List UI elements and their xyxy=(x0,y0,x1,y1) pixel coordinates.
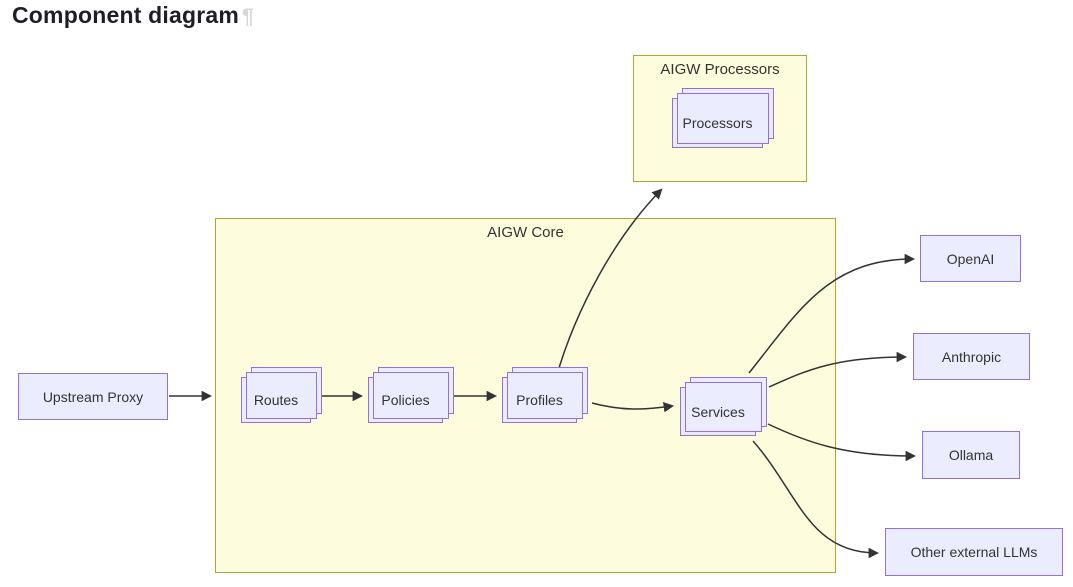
node-policies-label: Policies xyxy=(381,392,430,408)
node-upstream-proxy-label: Upstream Proxy xyxy=(42,388,144,405)
node-profiles: Profiles xyxy=(502,377,577,423)
node-ollama-label: Ollama xyxy=(948,447,994,463)
node-openai: OpenAI xyxy=(920,235,1021,282)
edge-services-to-other-external-llms xyxy=(752,440,880,559)
node-services: Services xyxy=(680,387,756,436)
node-ollama: Ollama xyxy=(922,431,1020,479)
node-processors: Processors xyxy=(672,98,763,148)
node-routes: Routes xyxy=(241,377,311,423)
node-other-external-llms: Other external LLMs xyxy=(885,528,1063,576)
node-processors-label: Processors xyxy=(682,115,753,131)
edge-profiles-to-services xyxy=(591,401,675,413)
node-anthropic-label: Anthropic xyxy=(941,348,1002,365)
edge-profiles-to-aigw-processors xyxy=(555,188,663,379)
edge-services-to-openai xyxy=(748,253,916,374)
node-policies: Policies xyxy=(368,377,443,423)
node-routes-label: Routes xyxy=(253,392,299,408)
cluster-aigw-core-title: AIGW Core xyxy=(487,224,564,241)
node-anthropic: Anthropic xyxy=(913,333,1030,380)
node-profiles-label: Profiles xyxy=(516,392,563,408)
heading-anchor-icon[interactable]: ¶ xyxy=(242,5,254,28)
node-other-external-llms-label: Other external LLMs xyxy=(910,544,1038,560)
node-openai-label: OpenAI xyxy=(946,250,995,267)
node-upstream-proxy: Upstream Proxy xyxy=(18,373,168,420)
page-title-text: Component diagram xyxy=(12,2,240,28)
edge-services-to-anthropic xyxy=(768,351,908,388)
page-title: Component diagram¶ xyxy=(12,2,254,29)
node-services-label: Services xyxy=(691,403,745,420)
edge-services-to-ollama xyxy=(767,423,917,462)
cluster-aigw-processors-title: AIGW Processors xyxy=(660,61,780,78)
